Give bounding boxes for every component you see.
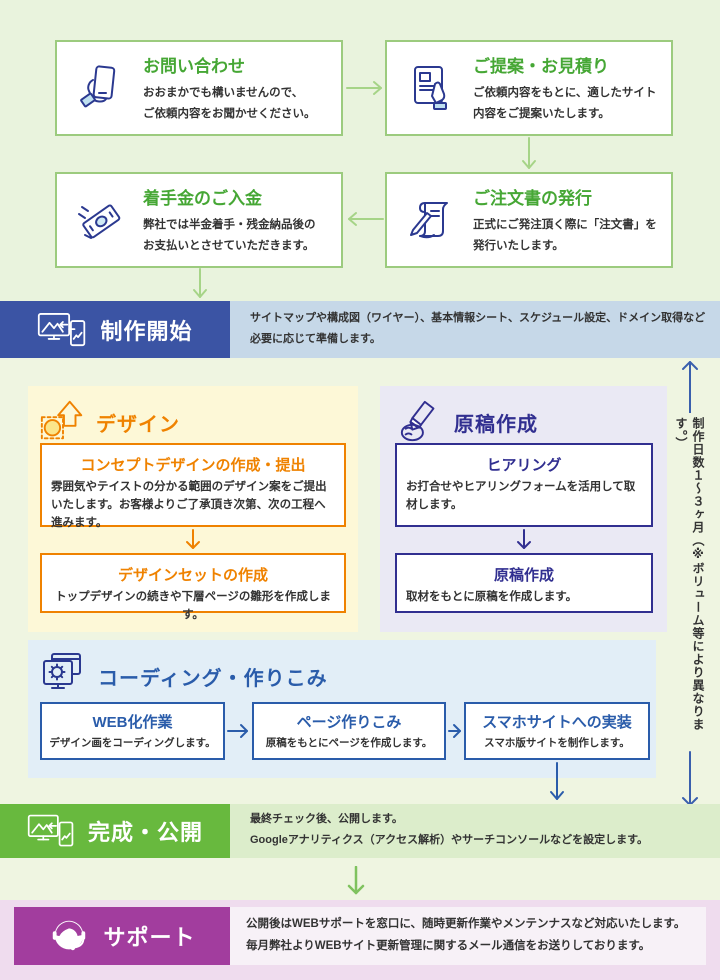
box-title: WEB化作業 xyxy=(92,714,173,731)
banner-title: 完成・公開 xyxy=(87,820,203,845)
step-title: 着手金のご入金 xyxy=(143,189,262,209)
support-desc: 公開後はWEBサポートを窓口に、随時更新作業やメンテンナスなど対応いたします。 … xyxy=(246,918,686,952)
arrow-up-icon xyxy=(682,361,698,414)
arrow-down-icon xyxy=(550,762,564,800)
box-desc: 原稿をもとにページを作成します。 xyxy=(265,737,433,749)
box-title: コンセプトデザインの作成・提出 xyxy=(80,457,306,474)
completion-label-block: 完成・公開 xyxy=(0,804,230,858)
arrow-right-icon xyxy=(227,724,248,738)
step-desc: おおまかでも構いませんので、 ご依頼内容をお聞かせください。 xyxy=(143,87,316,120)
step-desc: 正式にご発注頂く際に「注文書」を 発行いたします。 xyxy=(473,219,657,252)
box-desc: トップデザインの続きや下層ページの雛形を作成します。 xyxy=(55,591,331,621)
step-desc: ご依頼内容をもとに、適したサイト 内容をご提案いたします。 xyxy=(473,87,657,120)
box-desc: 雰囲気やテイストの分かる範囲のデザイン案をご提出いたします。お客様よりご了承頂き… xyxy=(51,481,327,529)
arrow-down-icon xyxy=(347,866,365,895)
box-desc: 取材をもとに原稿を作成します。 xyxy=(406,591,578,603)
box-title: デザインセットの作成 xyxy=(117,567,268,584)
design-box-concept: コンセプトデザインの作成・提出 雰囲気やテイストの分かる範囲のデザイン案をご提出… xyxy=(40,443,346,529)
step-box-order: ご注文書の発行 正式にご発注頂く際に「注文書」を 発行いたします。 xyxy=(385,172,673,268)
monitor-smartphone-icon xyxy=(37,310,87,350)
monitor-smartphone-icon xyxy=(27,812,75,850)
hand-pencil-icon xyxy=(398,398,444,444)
production-start-desc: サイトマップや構成図（ワイヤー）、基本情報シート、スケジュール設定、ドメイン取得… xyxy=(250,312,706,345)
arrow-right-icon xyxy=(448,724,461,738)
step-box-deposit: 着手金のご入金 弊社では半金着手・残金納品後の お支払いとさせていただきます。 xyxy=(55,172,343,268)
coding-box-smartphone: スマホサイトへの実装 スマホ版サイトを制作します。 xyxy=(464,702,650,760)
step-title: ご提案・お見積り xyxy=(473,57,609,77)
box-title: スマホサイトへの実装 xyxy=(482,714,632,731)
design-box-set: デザインセットの作成 トップデザインの続きや下層ページの雛形を作成します。 xyxy=(40,553,346,621)
box-desc: デザイン画をコーディングします。 xyxy=(49,737,216,749)
manuscript-section-title: 原稿作成 xyxy=(454,414,538,436)
arrow-down-icon xyxy=(682,750,698,804)
box-title: ヒアリング xyxy=(486,457,562,474)
step-title: ご注文書の発行 xyxy=(473,189,592,209)
duration-note: 制作日数１～３ヶ月（※ボリューム等により異なります。） xyxy=(674,417,705,732)
arrow-down-icon xyxy=(517,529,531,549)
box-desc: お打合せやヒアリングフォームを活用して取材します。 xyxy=(406,481,636,511)
arrow-left-icon xyxy=(348,212,384,226)
support-desc-panel: 公開後はWEBサポートを窓口に、随時更新作業やメンテンナスなど対応いたします。 … xyxy=(230,907,706,965)
production-start-label-block: 制作開始 xyxy=(0,301,230,358)
step-box-proposal: ご提案・お見積り ご依頼内容をもとに、適したサイト 内容をご提案いたします。 xyxy=(385,40,673,136)
completion-desc: 最終チェック後、公開します。 Googleアナリティクス（アクセス解析）やサーチ… xyxy=(250,813,649,846)
design-section-title: デザイン xyxy=(96,414,180,436)
step-desc: 弊社では半金着手・残金納品後の お支払いとさせていただきます。 xyxy=(143,219,316,252)
operator-headset-icon xyxy=(48,915,90,957)
step-box-inquiry: お問い合わせ おおまかでも構いませんので、 ご依頼内容をお聞かせください。 xyxy=(55,40,343,136)
smartphone-hand-icon xyxy=(75,62,127,114)
support-label-block: サポート xyxy=(14,907,230,965)
monitor-gear-icon xyxy=(40,650,86,696)
coding-box-page: ページ作りこみ 原稿をもとにページを作成します。 xyxy=(252,702,446,760)
arrow-right-icon xyxy=(346,81,382,95)
box-desc: スマホ版サイトを制作します。 xyxy=(484,737,630,749)
design-stamp-icon xyxy=(38,396,88,446)
banner-title: 制作開始 xyxy=(100,318,193,344)
banknote-icon xyxy=(75,194,127,246)
order-document-pen-icon xyxy=(405,194,457,246)
manuscript-box-hearing: ヒアリング お打合せやヒアリングフォームを活用して取材します。 xyxy=(395,443,653,527)
box-title: 原稿作成 xyxy=(493,567,554,584)
tablet-pointer-icon xyxy=(405,62,457,114)
arrow-down-icon xyxy=(193,268,207,298)
box-title: ページ作りこみ xyxy=(296,714,402,731)
coding-section-title: コーディング・作りこみ xyxy=(98,668,328,690)
step-title: お問い合わせ xyxy=(143,57,245,77)
coding-box-web: WEB化作業 デザイン画をコーディングします。 xyxy=(40,702,225,760)
arrow-down-icon xyxy=(186,529,200,549)
manuscript-box-writing: 原稿作成 取材をもとに原稿を作成します。 xyxy=(395,553,653,613)
arrow-down-icon xyxy=(522,137,536,169)
duration-note-block: 制作日数１～３ヶ月（※ボリューム等により異なります。） xyxy=(669,360,711,804)
banner-title: サポート xyxy=(103,925,196,950)
